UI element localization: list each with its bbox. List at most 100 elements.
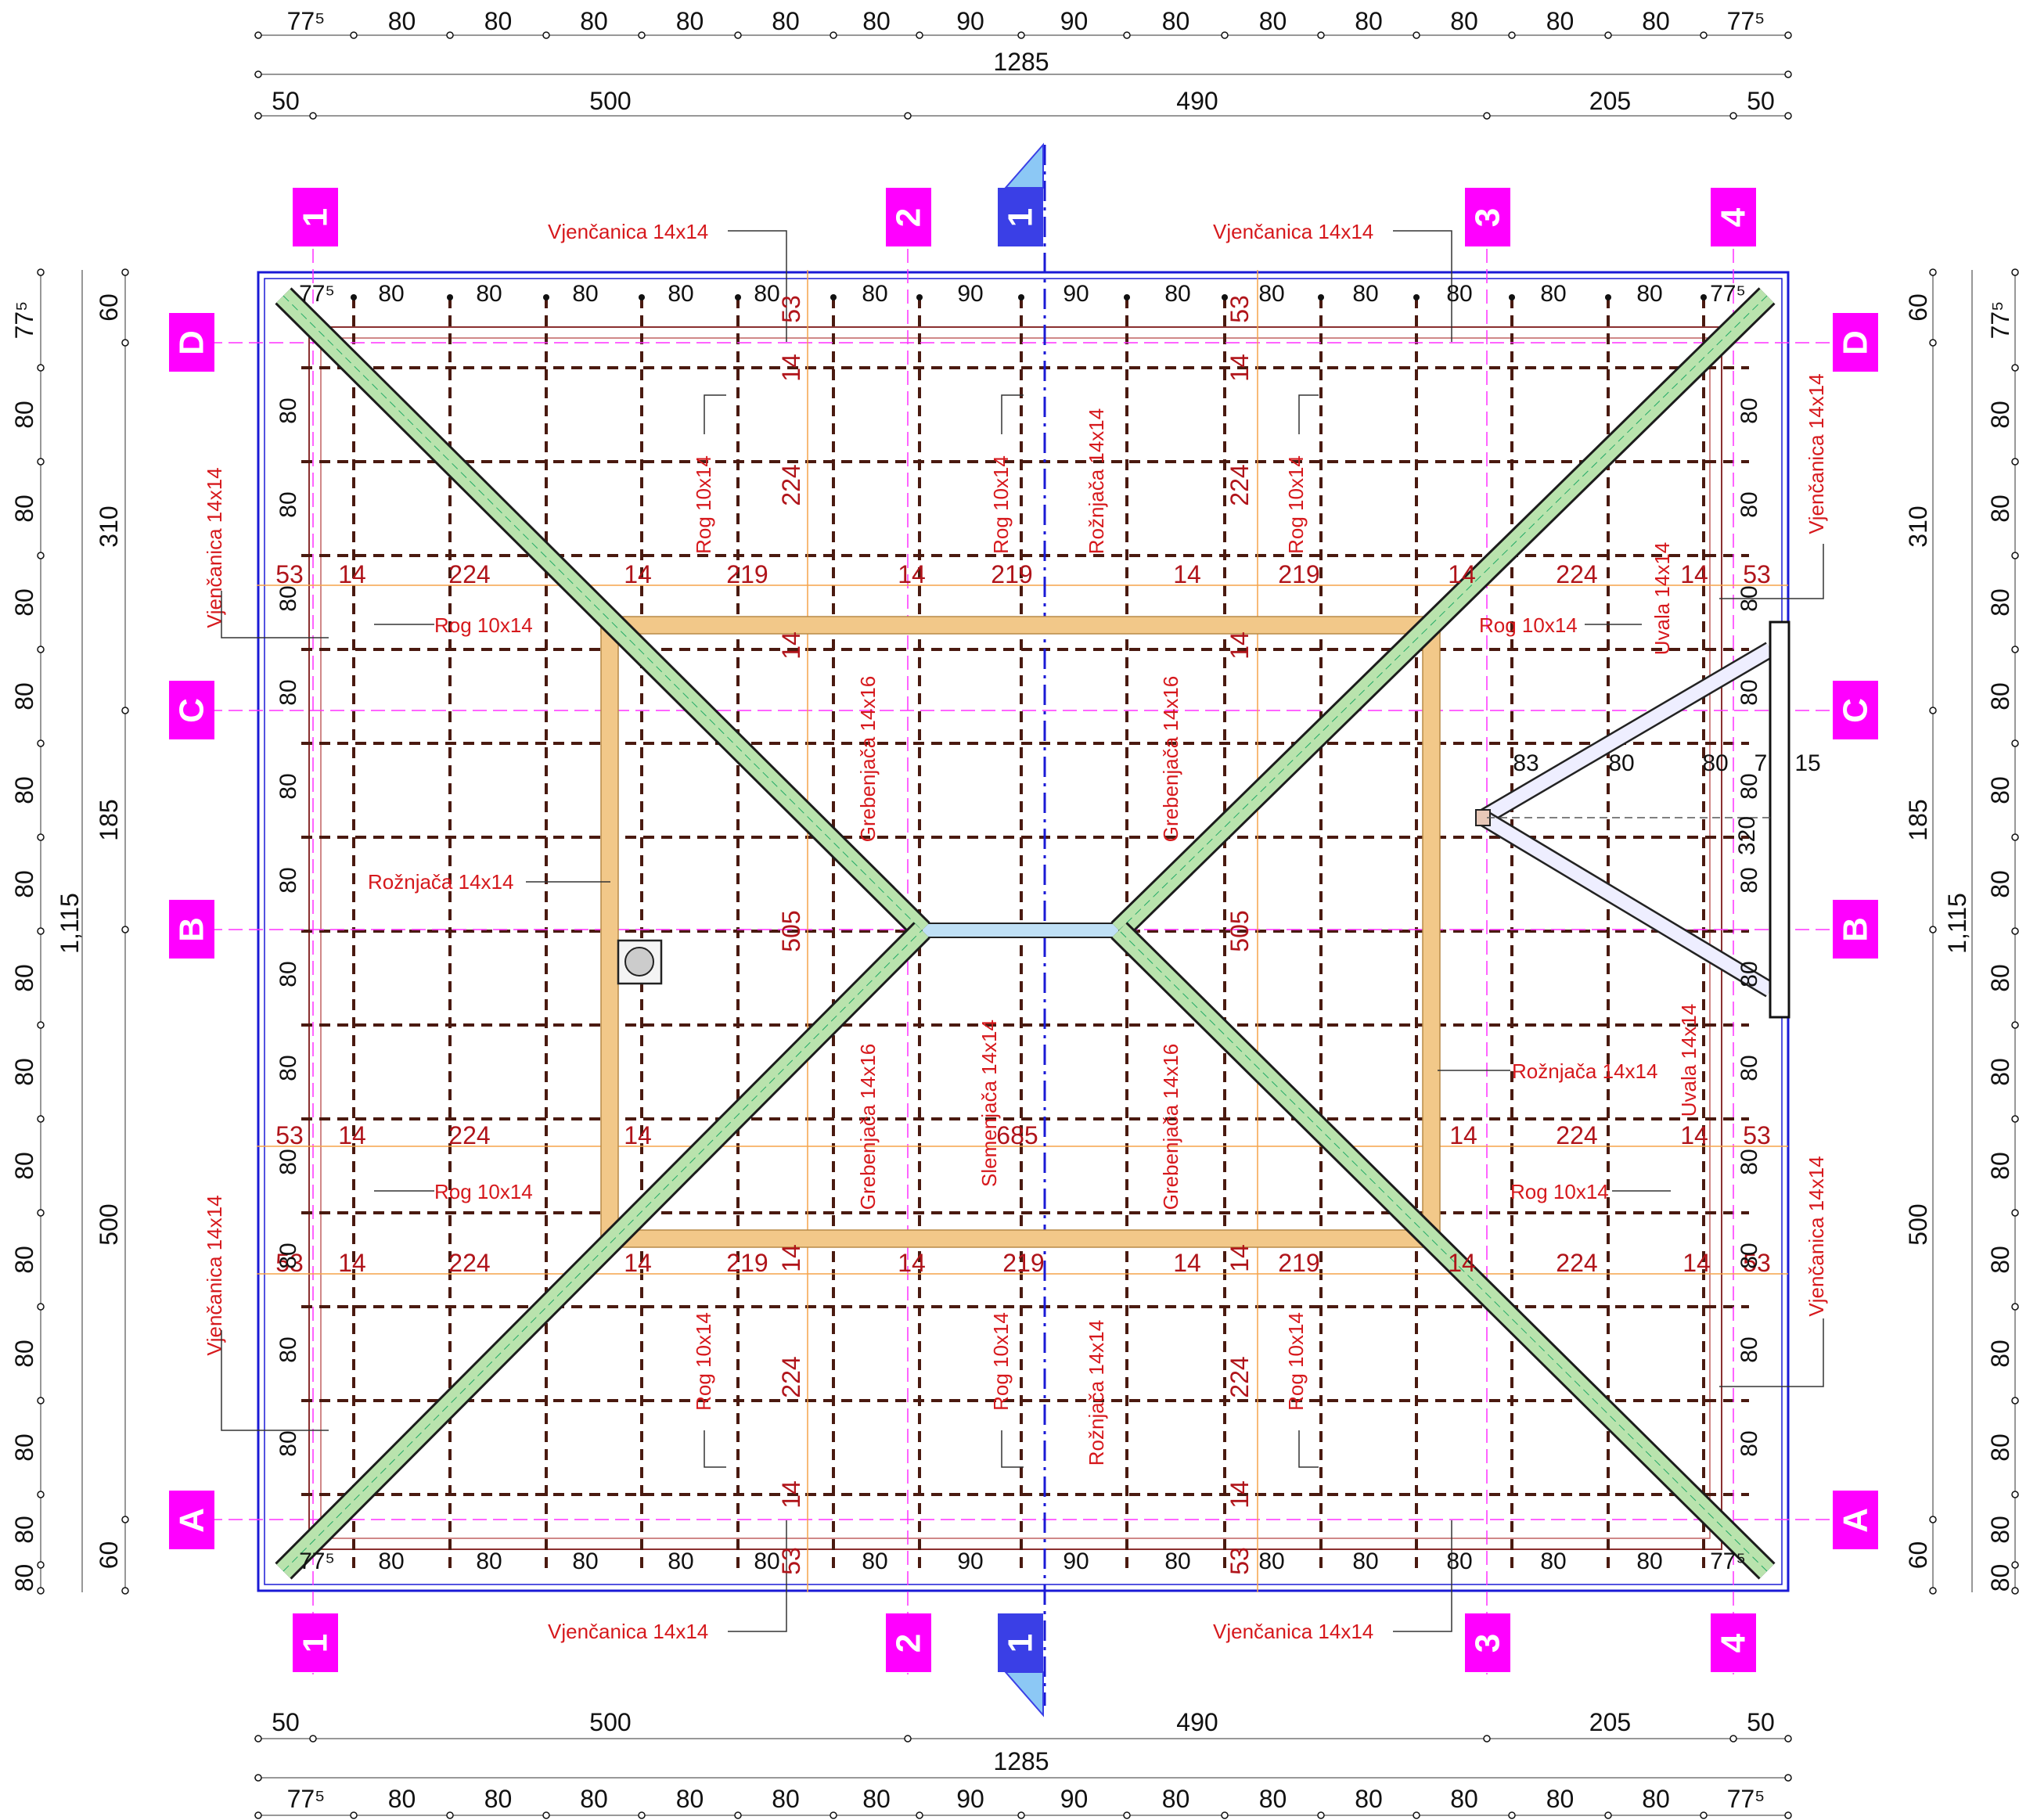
inner-left-dim: 80	[275, 1243, 301, 1268]
dimension-value: 500	[589, 1708, 631, 1736]
inner-right-dim: 80	[1736, 1149, 1762, 1174]
dimension-tick	[1784, 1774, 1792, 1782]
label-vjencanica-bottom-right: Vjenčanica 14x14	[1213, 1620, 1373, 1643]
inner-dimension: 505	[777, 910, 805, 951]
dimension-value: 80	[10, 1152, 38, 1180]
inner-bottom-dim: 80	[862, 1548, 887, 1574]
svg-text:D: D	[1837, 330, 1875, 355]
inner-left-dim: 80	[275, 867, 301, 893]
inner-dimension: 14	[777, 1244, 805, 1272]
label-vjencanica-right-lower: Vjenčanica 14x14	[1805, 1156, 1828, 1316]
inner-bottom-dim: 80	[572, 1548, 598, 1574]
inner-top-dim: 90	[1063, 281, 1089, 307]
dimension-tick	[904, 1735, 912, 1743]
dimension-value: 80	[10, 1246, 38, 1274]
dimension-value: 77⁵	[10, 301, 38, 340]
inner-dimension: 53	[1225, 1547, 1254, 1575]
dimension-tick	[1929, 707, 1937, 714]
dimension-value: 80	[1986, 682, 2014, 710]
inner-top-dim: 80	[1446, 281, 1472, 307]
dimension-tick	[37, 1303, 45, 1311]
inner-dimension: 53	[1743, 560, 1771, 588]
dimension-value: 80	[10, 1516, 38, 1544]
grid-tag-2-top: 2	[886, 188, 931, 246]
svg-text:3: 3	[1469, 1634, 1507, 1653]
dimension-value: 310	[95, 505, 123, 547]
dimension-tick	[1700, 31, 1708, 39]
dimension-tick	[2011, 552, 2019, 559]
dimension-tick	[2011, 1303, 2019, 1311]
rafter-end	[735, 294, 741, 300]
dimension-tick	[254, 31, 262, 39]
inner-dimension: 14	[1680, 1121, 1708, 1149]
inner-dimension: 14	[1225, 1244, 1254, 1272]
svg-text:B: B	[1837, 917, 1875, 942]
dimension-tick	[350, 1811, 358, 1819]
inner-right-dim: 80	[1736, 1055, 1762, 1081]
dimension-tick	[904, 112, 912, 120]
dimension-value: 80	[1986, 1433, 2014, 1462]
dimension-value: 77⁵	[1727, 1785, 1765, 1813]
dimension-tick	[1784, 70, 1792, 78]
leader-lines	[221, 230, 1824, 1632]
dimension-value: 80	[1259, 1785, 1287, 1813]
label-rog-v4: Rog 10x14	[692, 1312, 715, 1411]
rafter-end	[916, 294, 923, 300]
dimension-tick	[1929, 268, 1937, 276]
dimension-value: 80	[862, 1785, 891, 1813]
dimension-tick	[1784, 31, 1792, 39]
inner-dimension: 14	[338, 560, 366, 588]
svg-text:1: 1	[1002, 1634, 1040, 1653]
dimension-value: 80	[580, 7, 608, 35]
inner-left-dim: 80	[275, 1430, 301, 1456]
inner-left-dim: 80	[275, 585, 301, 611]
dimension-value: 50	[272, 87, 300, 115]
dimension-value: 80	[1986, 1246, 2014, 1274]
dimension-value: 80	[484, 7, 513, 35]
section-marker-bottom: 1	[998, 1613, 1044, 1717]
inner-right-dim: 80	[1736, 1336, 1762, 1362]
valley-dim: 320	[1734, 816, 1760, 855]
dimension-value: 80	[1986, 1058, 2014, 1086]
inner-dimension: 53	[1225, 295, 1254, 323]
inner-dimension: 224	[448, 1249, 490, 1277]
inner-dimension: 224	[1556, 560, 1597, 588]
inner-top-dim: 80	[1164, 281, 1190, 307]
inner-dimension: 14	[624, 1249, 652, 1277]
inner-bottom-dim: 80	[668, 1548, 693, 1574]
inner-top-dim: 80	[1258, 281, 1284, 307]
dimension-value: 80	[862, 7, 891, 35]
dimension-tick	[1317, 1811, 1325, 1819]
dimension-value: 80	[10, 1340, 38, 1368]
inner-bottom-dim: 77⁵	[1710, 1548, 1746, 1574]
inner-dimension: 14	[1225, 631, 1254, 660]
inner-top-dim: 80	[572, 281, 598, 307]
rafter-end	[1605, 294, 1611, 300]
dimension-tick	[37, 927, 45, 935]
dimension-value: 50	[1747, 87, 1775, 115]
dimension-tick	[1929, 926, 1937, 933]
dimension-value: 80	[10, 682, 38, 710]
inner-bottom-dim: 80	[1164, 1548, 1190, 1574]
dimension-value: 77⁵	[1986, 301, 2014, 340]
dimension-tick	[37, 1561, 45, 1569]
dimension-tick	[2011, 1587, 2019, 1595]
dimension-tick	[2011, 364, 2019, 372]
left-dimension-chains: 1,115	[40, 270, 126, 1592]
inner-dimension: 219	[1278, 560, 1319, 588]
grid-tag-D-right: D	[1833, 313, 1878, 372]
inner-dimension: 219	[726, 560, 768, 588]
label-roznjaca-bottom: Rožnjača 14x14	[1085, 1320, 1108, 1466]
ridge-beam	[921, 923, 1120, 938]
label-vjencanica-bottom-left: Vjenčanica 14x14	[548, 1620, 708, 1643]
svg-text:3: 3	[1469, 208, 1507, 227]
dimension-value: 50	[1747, 1708, 1775, 1736]
inner-dimension: 14	[624, 1121, 652, 1149]
inner-dimension: 224	[1556, 1249, 1597, 1277]
right-dimension-chains: 1,115	[1932, 270, 2016, 1592]
